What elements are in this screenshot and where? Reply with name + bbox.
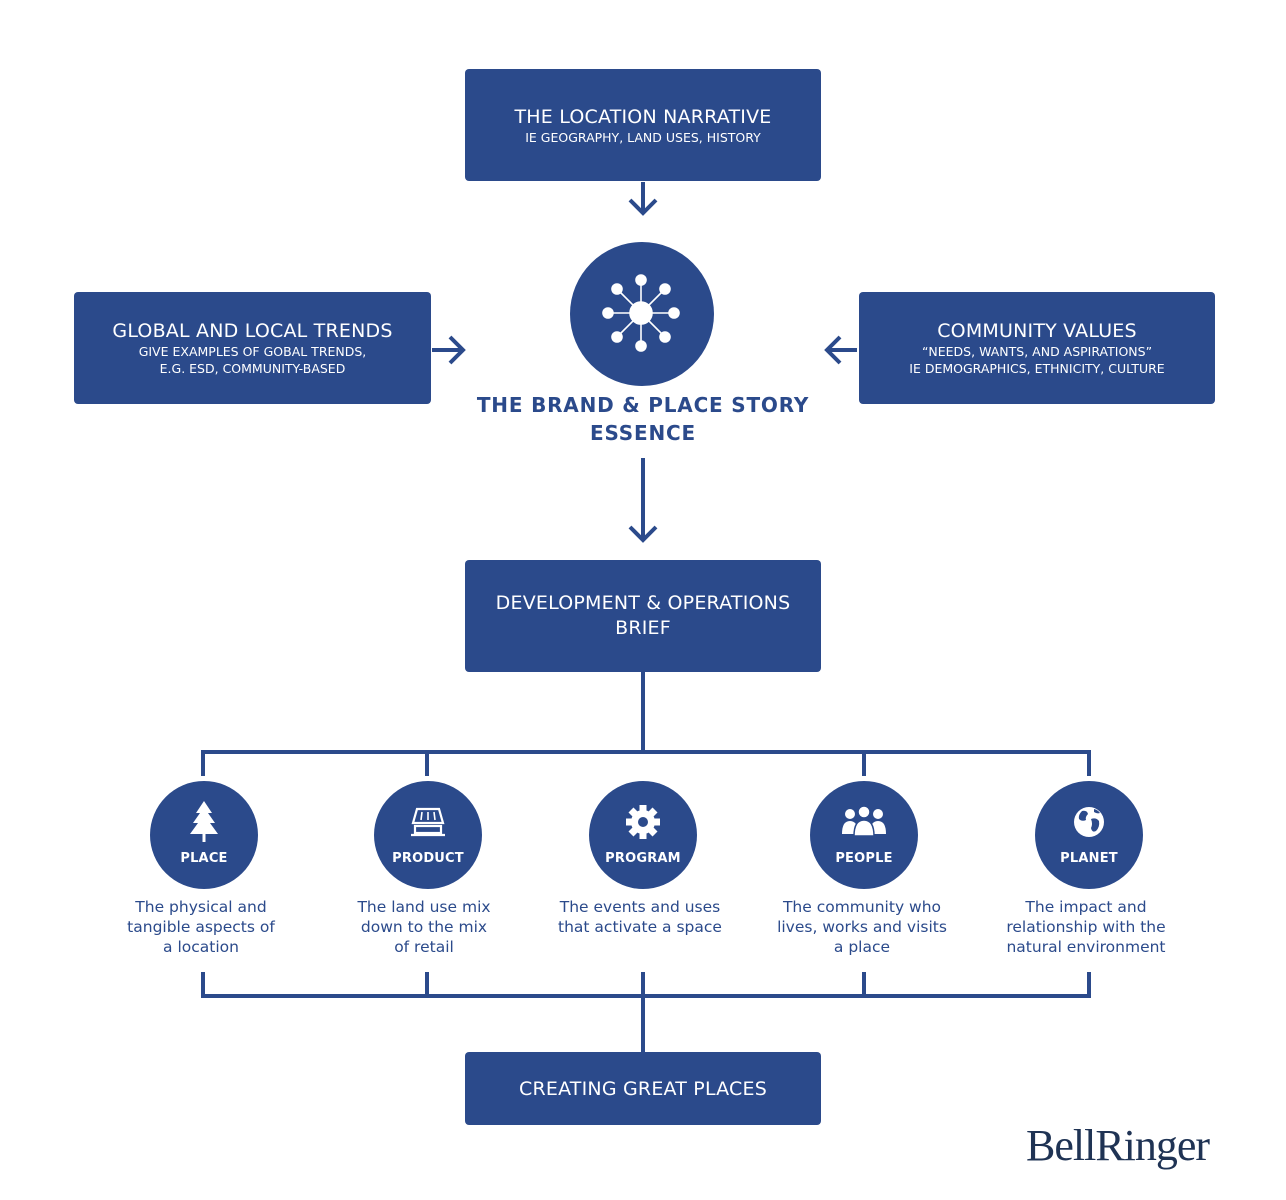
- pillar-product: PRODUCT: [374, 781, 482, 889]
- globe-icon: [1074, 807, 1104, 837]
- brief-line1: DEVELOPMENT & OPERATIONS: [495, 592, 791, 614]
- pillar-product-desc-line: The land use mix: [357, 898, 491, 916]
- pillar-planet-desc-line: relationship with the: [1006, 918, 1166, 936]
- pillar-program-description: The events and uses that activate a spac…: [540, 897, 740, 937]
- pillar-people-desc-line: a place: [833, 938, 891, 956]
- community-values-subtitle-2: IE DEMOGRAPHICS, ETHNICITY, CULTURE: [909, 361, 1165, 376]
- pillar-planet-desc-line: natural environment: [1006, 938, 1166, 956]
- location-narrative-title: THE LOCATION NARRATIVE: [514, 105, 772, 128]
- bellringer-logo: BellRinger: [1026, 1121, 1210, 1170]
- pillar-place-label: PLACE: [180, 851, 228, 866]
- location-narrative-box: THE LOCATION NARRATIVE IE GEOGRAPHY, LAN…: [465, 69, 821, 181]
- pillar-place-desc-line: The physical and: [135, 898, 267, 916]
- outcome-title: CREATING GREAT PLACES: [519, 1077, 767, 1100]
- arrowhead-down-mid: [628, 525, 658, 543]
- pillar-program-desc-line: that activate a space: [558, 918, 722, 936]
- pillar-planet-desc-line: The impact and: [1025, 898, 1147, 916]
- pillar-place-desc-line: a location: [163, 938, 239, 956]
- people-icon: [842, 805, 886, 837]
- gear-icon: [626, 805, 660, 839]
- global-trends-box: GLOBAL AND LOCAL TRENDS GIVE EXAMPLES OF…: [74, 292, 431, 404]
- storefront-icon: [411, 807, 445, 837]
- community-values-box: COMMUNITY VALUES “NEEDS, WANTS, AND ASPI…: [859, 292, 1215, 404]
- pillar-product-description: The land use mix down to the mix of reta…: [324, 897, 524, 957]
- pillar-people-description: The community who lives, works and visit…: [762, 897, 962, 957]
- global-trends-title: GLOBAL AND LOCAL TRENDS: [112, 320, 393, 342]
- brief-line2: BRIEF: [615, 617, 671, 639]
- pillar-place: PLACE: [150, 781, 258, 889]
- community-values-subtitle-1: “NEEDS, WANTS, AND ASPIRATIONS”: [921, 344, 1153, 359]
- brand-story-label: THE BRAND & PLACE STORY ESSENCE: [443, 391, 843, 447]
- pillar-place-desc-line: tangible aspects of: [127, 918, 275, 936]
- pillar-people-label: PEOPLE: [835, 851, 893, 866]
- global-trends-subtitle-2: E.G. ESD, COMMUNITY-BASED: [159, 361, 346, 376]
- pillar-planet-description: The impact and relationship with the nat…: [986, 897, 1186, 957]
- arrowhead-right: [448, 335, 466, 365]
- network-hub-icon: [602, 274, 680, 352]
- global-trends-subtitle-1: GIVE EXAMPLES OF GOBAL TRENDS,: [138, 344, 367, 359]
- pillar-planet-label: PLANET: [1060, 851, 1118, 866]
- arrowhead-left: [824, 335, 842, 365]
- pillar-planet: PLANET: [1035, 781, 1143, 889]
- pillar-place-description: The physical and tangible aspects of a l…: [101, 897, 301, 957]
- location-narrative-subtitle: IE GEOGRAPHY, LAND USES, HISTORY: [525, 129, 761, 145]
- pillar-people-desc-line: lives, works and visits: [777, 918, 947, 936]
- pillar-product-label: PRODUCT: [392, 851, 464, 866]
- pillar-product-desc-line: down to the mix: [360, 918, 488, 936]
- pillar-program-label: PROGRAM: [605, 851, 681, 866]
- brand-story-hub: [570, 242, 714, 386]
- creating-great-places-box: CREATING GREAT PLACES: [465, 1052, 821, 1125]
- arrowhead-down-top: [628, 198, 658, 216]
- pillar-people: PEOPLE: [810, 781, 918, 889]
- brand-story-line2: ESSENCE: [590, 421, 696, 445]
- pillar-program-desc-line: The events and uses: [559, 898, 721, 916]
- pillar-program: PROGRAM: [589, 781, 697, 889]
- brand-story-line1: THE BRAND & PLACE STORY: [476, 393, 810, 417]
- pillar-product-desc-line: of retail: [394, 938, 454, 956]
- pillar-people-desc-line: The community who: [782, 898, 942, 916]
- community-values-title: COMMUNITY VALUES: [937, 320, 1137, 342]
- development-brief-box: DEVELOPMENT & OPERATIONS BRIEF: [465, 560, 821, 672]
- tree-icon: [190, 801, 218, 842]
